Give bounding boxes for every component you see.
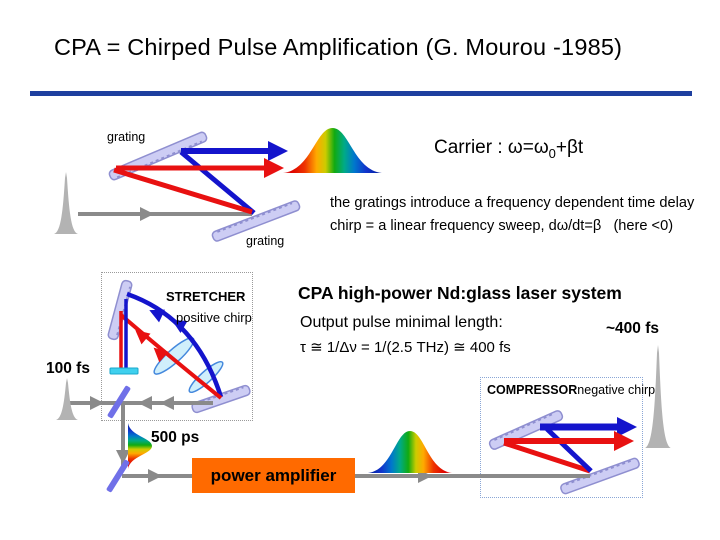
slide-title: CPA = Chirped Pulse Amplification (G. Mo… <box>54 34 623 60</box>
stretcher-chirp-label: positive chirp <box>176 310 252 325</box>
compressor-chirp-label: negative chirp <box>577 383 656 397</box>
compressor-title: COMPRESSOR <box>487 383 578 397</box>
power-amplifier-box: power amplifier <box>192 458 355 493</box>
title-rule <box>30 91 692 96</box>
stretcher-label: STRETCHER <box>166 289 246 304</box>
beam-arrow <box>90 396 104 410</box>
gratings-note-line1: the gratings introduce a frequency depen… <box>330 195 695 211</box>
carrier-omega: ω=ω <box>507 137 549 158</box>
blue-diagonal-beam <box>179 150 256 215</box>
system-heading: CPA high-power Nd:glass laser system <box>298 283 622 303</box>
input-duration-label: 100 fs <box>46 360 90 377</box>
red-arrow <box>614 431 634 451</box>
fold-mirror <box>106 459 130 493</box>
compressor-grating-bottom <box>560 457 640 495</box>
compressor-blue-diagonal <box>545 427 593 473</box>
stretcher-box <box>101 272 253 421</box>
carrier-prefix: Carrier : <box>434 137 508 158</box>
output-pulse-spike <box>645 345 671 448</box>
compressor-red-diagonal <box>503 440 591 474</box>
input-pulse-spike <box>54 172 78 234</box>
stretcher-blue-path <box>126 291 224 398</box>
beam-arrow <box>148 469 162 483</box>
beam-arrow <box>140 207 154 221</box>
compressor-box <box>480 377 643 498</box>
rainbow-pulse-bottom <box>368 431 452 473</box>
stretched-duration-label: 500 ps <box>151 429 200 446</box>
red-diagonal-beam <box>113 167 253 215</box>
power-amplifier-label: power amplifier <box>210 465 337 485</box>
carrier-subscript: 0 <box>548 145 556 161</box>
red-arrow <box>264 158 284 178</box>
grating-top-label: grating <box>107 130 146 144</box>
gratings-note-line2: chirp = a linear frequency sweep, dω/dt=… <box>330 218 674 234</box>
blue-arrow <box>268 141 288 161</box>
output-length-formula: τ ≅ 1/Δν = 1/(2.5 THz) ≅ 400 fs <box>300 339 511 356</box>
grating-top-right <box>211 200 301 242</box>
grating-bottom-label: grating <box>246 234 285 248</box>
beam-arrow <box>138 396 152 410</box>
output-duration-label: ~400 fs <box>606 320 660 337</box>
stretched-pulse <box>128 423 152 469</box>
beam-arrow <box>160 396 174 410</box>
output-length-line1: Output pulse minimal length: <box>300 314 503 331</box>
compressor-label: COMPRESSORnegative chirp <box>487 383 655 397</box>
input-pulse-spike-small <box>56 378 78 420</box>
stretcher-mirror <box>109 367 139 375</box>
beamsplitter <box>107 385 131 419</box>
stretcher-red-path <box>119 313 223 400</box>
stretcher-lens <box>188 360 224 394</box>
carrier-tail: +βt <box>555 137 584 158</box>
rainbow-pulse-top <box>283 128 382 173</box>
carrier-formula: Carrier : ω=ω0+βt <box>434 137 583 161</box>
